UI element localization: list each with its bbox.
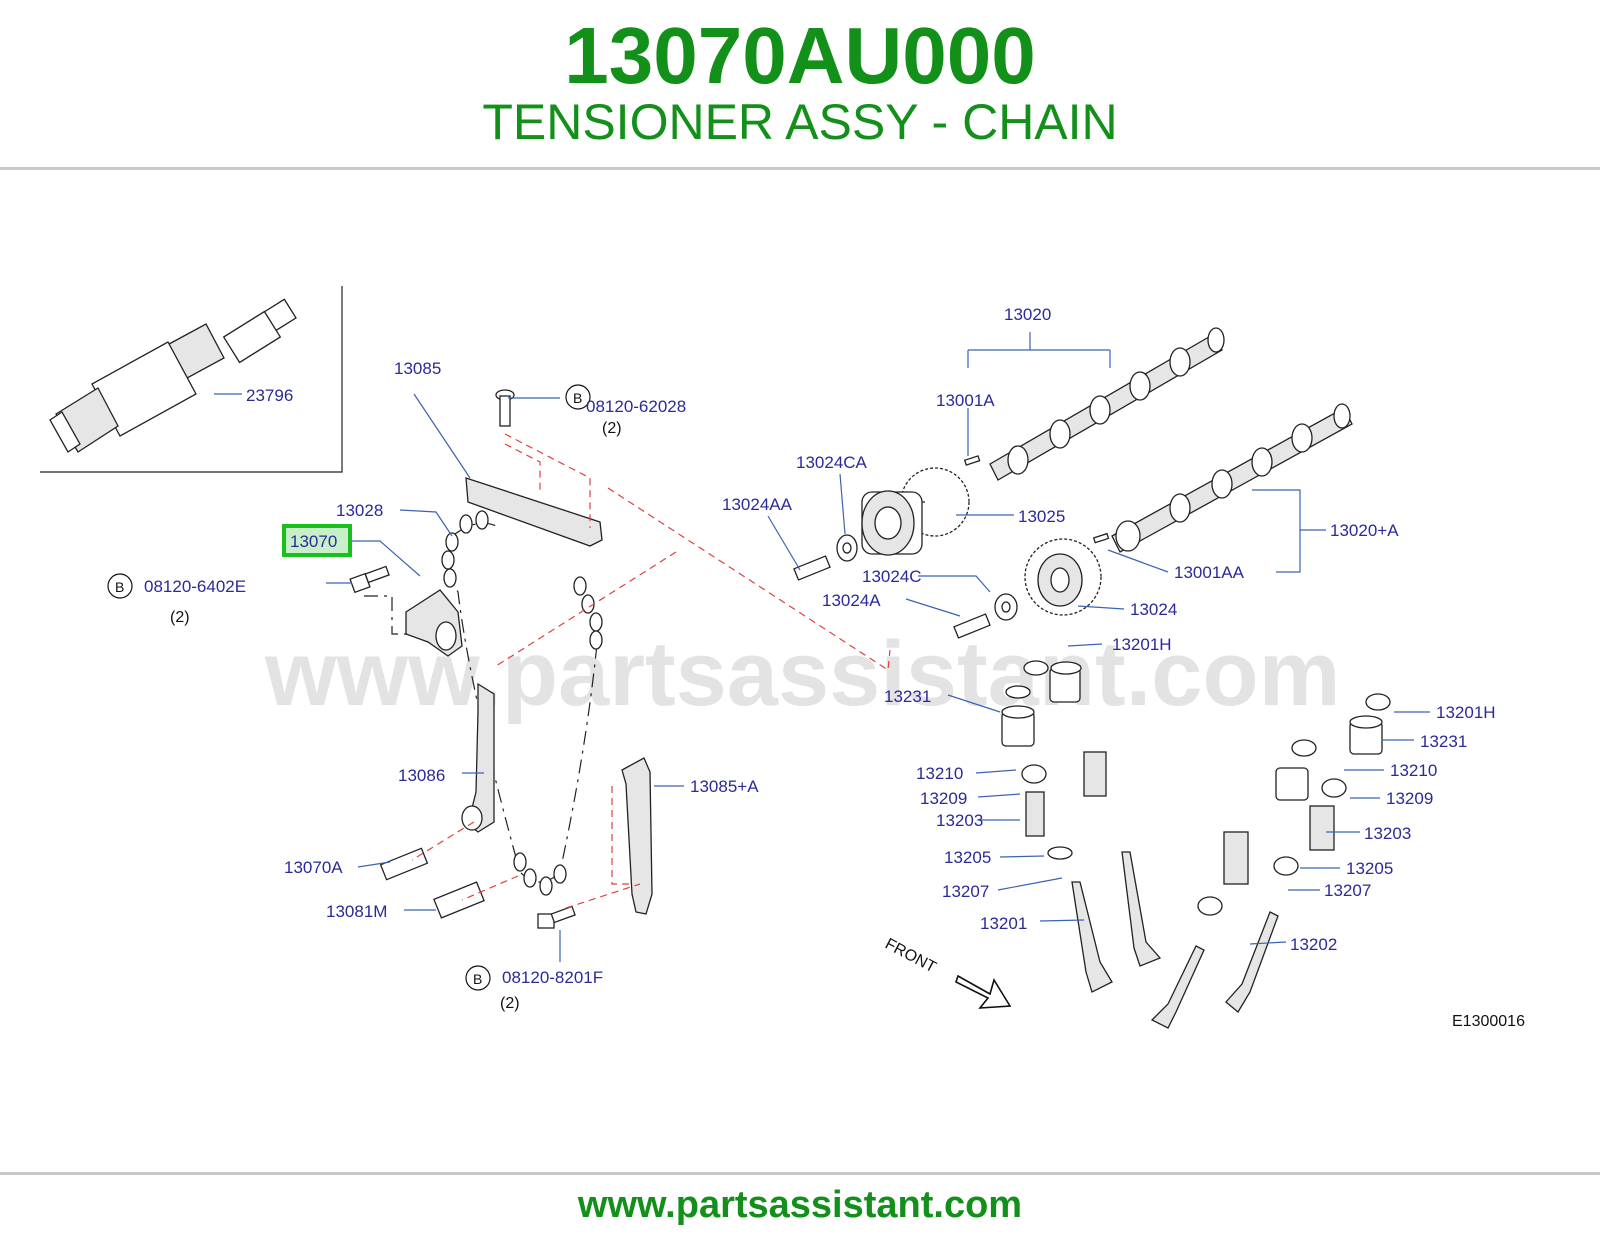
- bolt-callout-08120-8201F[interactable]: B 08120-8201F (2): [465, 965, 603, 1012]
- label-13201[interactable]: 13201: [980, 914, 1027, 933]
- label-13209-left[interactable]: 13209: [920, 789, 967, 808]
- label-13210-left[interactable]: 13210: [916, 764, 963, 783]
- label-13028[interactable]: 13028: [336, 501, 383, 520]
- chain-path: [450, 533, 601, 883]
- label-13207-left[interactable]: 13207: [942, 882, 989, 901]
- label-13070A[interactable]: 13070A: [284, 858, 343, 877]
- bolt-callout-08120-62028[interactable]: B 08120-62028 (2): [565, 384, 686, 437]
- leader-lines: [326, 332, 1430, 962]
- sensor-inset: 23796: [40, 286, 343, 473]
- front-direction-arrow: FRONT: [882, 936, 1012, 1009]
- valve-train-right: [1150, 693, 1391, 1029]
- bolt-quantity: (2): [170, 609, 190, 626]
- label-13203-right[interactable]: 13203: [1364, 824, 1411, 843]
- valve-train-left: [1001, 660, 1162, 993]
- parts-diagram: www.partsassistant.com 23796: [0, 172, 1600, 1168]
- label-13202[interactable]: 13202: [1290, 935, 1337, 954]
- bolt-mark: B: [573, 390, 582, 406]
- label-13024[interactable]: 13024: [1130, 600, 1177, 619]
- bolt-08120-62028-drawing: [495, 389, 515, 427]
- label-13209-right[interactable]: 13209: [1386, 789, 1433, 808]
- bolt-part-number: 08120-8201F: [502, 968, 603, 987]
- label-13070[interactable]: 13070: [290, 532, 337, 551]
- bolt-callout-08120-6402E[interactable]: B 08120-6402E (2): [107, 573, 246, 626]
- label-13207-right[interactable]: 13207: [1324, 881, 1371, 900]
- bolt-quantity: (2): [500, 995, 520, 1012]
- label-13024A[interactable]: 13024A: [822, 591, 881, 610]
- pin-13070A-drawing: [379, 847, 429, 881]
- top-divider: [0, 167, 1600, 170]
- illustration-code: E1300016: [1452, 1013, 1525, 1030]
- bolt-part-number: 08120-6402E: [144, 577, 246, 596]
- front-label: FRONT: [882, 936, 939, 977]
- bolt-08120-8201F-drawing: [537, 905, 576, 929]
- label-13231-right[interactable]: 13231: [1420, 732, 1467, 751]
- label-13205-right[interactable]: 13205: [1346, 859, 1393, 878]
- bolt-mark: B: [473, 971, 482, 987]
- bolt-part-number: 08120-62028: [586, 397, 686, 416]
- camshaft-upper: [989, 327, 1225, 481]
- sprocket-13024-drawing: [1024, 538, 1102, 616]
- bottom-divider: [0, 1172, 1600, 1175]
- bolt-mark: B: [115, 579, 124, 595]
- label-13201H-left[interactable]: 13201H: [1112, 635, 1172, 654]
- label-13024C[interactable]: 13024C: [862, 567, 922, 586]
- label-13210-right[interactable]: 13210: [1390, 761, 1437, 780]
- dowel-pin-13001AA: [1092, 532, 1110, 544]
- sensor-23796-drawing: [49, 298, 297, 453]
- chain-guide-13085A-drawing: [621, 757, 653, 915]
- part-description: TENSIONER ASSY - CHAIN: [482, 94, 1118, 150]
- label-13085A[interactable]: 13085+A: [690, 777, 759, 796]
- label-13020A[interactable]: 13020+A: [1330, 521, 1399, 540]
- label-13081M[interactable]: 13081M: [326, 902, 387, 921]
- label-13024AA[interactable]: 13024AA: [722, 495, 793, 514]
- dowel-pin-13001A: [963, 455, 981, 466]
- label-13231-left[interactable]: 13231: [884, 687, 931, 706]
- part-number-title: 13070AU000: [564, 11, 1036, 100]
- bolt-13024AA: [793, 555, 831, 581]
- label-23796[interactable]: 23796: [246, 386, 293, 405]
- camshaft-lower: [1111, 403, 1353, 553]
- pin-13081M-drawing: [433, 881, 485, 919]
- footer-website-link[interactable]: www.partsassistant.com: [577, 1184, 1023, 1226]
- chain-guide-13085-drawing: [465, 477, 603, 547]
- label-13025[interactable]: 13025: [1018, 507, 1065, 526]
- exploded-view-drawing: www.partsassistant.com 23796: [40, 286, 1525, 1030]
- label-13001AA[interactable]: 13001AA: [1174, 563, 1245, 582]
- label-13024CA[interactable]: 13024CA: [796, 453, 868, 472]
- label-13086[interactable]: 13086: [398, 766, 445, 785]
- bolt-quantity: (2): [602, 420, 622, 437]
- label-13205-left[interactable]: 13205: [944, 848, 991, 867]
- tensioner-13070-drawing: [405, 589, 463, 657]
- label-13020[interactable]: 13020: [1004, 305, 1051, 324]
- page-header: 13070AU000 TENSIONER ASSY - CHAIN: [0, 0, 1600, 168]
- chain-13028-drawing: [441, 510, 603, 896]
- bolt-13024A: [953, 613, 991, 639]
- bolt-08120-6402E-drawing: [349, 565, 390, 594]
- label-13085[interactable]: 13085: [394, 359, 441, 378]
- highlighted-part-13070[interactable]: 13070: [282, 524, 352, 557]
- label-13001A[interactable]: 13001A: [936, 391, 995, 410]
- label-13203-left[interactable]: 13203: [936, 811, 983, 830]
- sprocket-13025-drawing: [861, 467, 970, 556]
- label-13201H-right[interactable]: 13201H: [1436, 703, 1496, 722]
